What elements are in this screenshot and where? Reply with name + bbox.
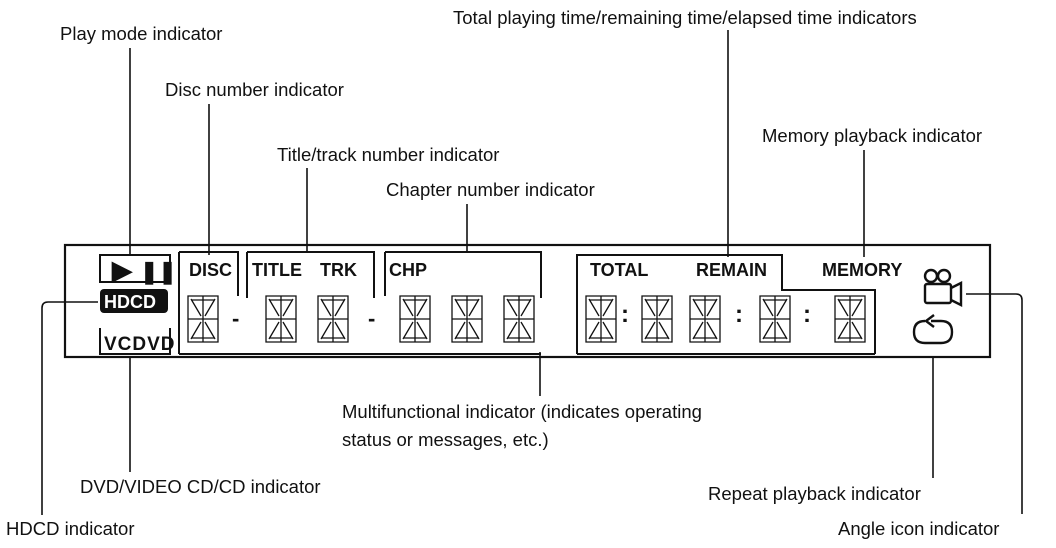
hdcd-label: HDCD indicator [6,518,135,539]
repeat-arrow-icon [912,314,954,345]
repeat-playback-label: Repeat playback indicator [708,483,921,504]
remain-text: REMAIN [696,260,767,280]
segment-digit [399,295,431,343]
leader-angle [966,293,1023,514]
title-text: TITLE [252,260,302,280]
colon-3: : [803,301,811,328]
camera-icon [923,268,963,307]
multifunctional-label-line2: status or messages, etc.) [342,429,549,450]
segment-digit [585,295,617,343]
play-mode-label: Play mode indicator [60,23,223,44]
inner-frames [99,251,876,355]
angle-icon-label: Angle icon indicator [838,518,1000,539]
disc-text: DISC [189,260,232,280]
dvd-vcd-cd-label: DVD/VIDEO CD/CD indicator [80,476,321,497]
segment-digit [503,295,535,343]
colon-1: : [621,301,629,328]
memory-playback-label: Memory playback indicator [762,125,983,146]
time-indicators-label: Total playing time/remaining time/elapse… [453,7,917,28]
time-group-frame [576,254,876,355]
segment-digit [641,295,673,343]
trk-text: TRK [320,260,357,280]
disc-number-label: Disc number indicator [165,79,344,100]
leader-lines [41,30,1023,515]
play-pause-box [99,254,171,283]
pause-icon: ❚❚ [140,259,177,285]
segment-digit [834,295,866,343]
multifunctional-label-line1: Multifunctional indicator (indicates ope… [342,401,702,422]
vcdvd-box [99,328,171,355]
segment-digit [759,295,791,343]
hdcd-badge-text: HDCD [104,292,156,312]
vcd-dvd-text: VCDVD [104,334,176,355]
title-track-label: Title/track number indicator [277,144,500,165]
segment-digit [187,295,219,343]
segment-digit [689,295,721,343]
segment-digit [451,295,483,343]
play-icon: ▶ [111,255,133,285]
chp-text: CHP [389,260,427,280]
leader-hdcd [41,301,98,515]
segment-digits [187,295,866,343]
display-frame [63,243,992,359]
dash-1: - [232,306,239,331]
dash-2: - [368,306,375,331]
title-group-frame [246,251,375,298]
segment-digit [317,295,349,343]
chapter-number-label: Chapter number indicator [386,179,595,200]
segment-digit [265,295,297,343]
chapter-group-frame [180,251,542,355]
memory-text: MEMORY [822,260,902,280]
hdcd-badge-bg [100,289,168,313]
disc-group-frame [178,251,245,355]
total-text: TOTAL [590,260,648,280]
colon-2: : [735,301,743,328]
